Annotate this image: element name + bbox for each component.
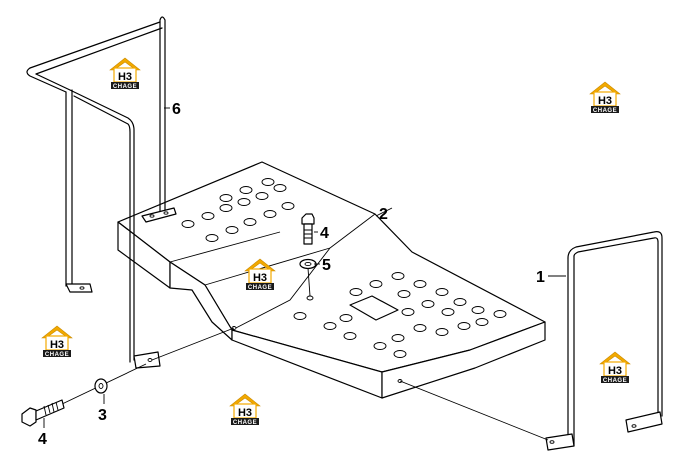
svg-text:H3: H3 — [598, 95, 612, 107]
left-handrail — [26, 16, 177, 369]
svg-text:H3: H3 — [238, 407, 252, 419]
washer-upper — [299, 258, 317, 270]
svg-text:H3: H3 — [50, 339, 64, 351]
callout-6: 6 — [172, 101, 181, 118]
svg-text:H3: H3 — [118, 71, 132, 83]
callout-4-lower: 4 — [38, 431, 47, 448]
svg-text:CHAGE: CHAGE — [603, 378, 627, 384]
svg-text:H3: H3 — [608, 365, 622, 377]
callout-3: 3 — [98, 407, 107, 424]
svg-text:CHAGE: CHAGE — [113, 84, 137, 90]
svg-text:CHAGE: CHAGE — [248, 285, 272, 291]
callout-labels: 6 2 4 5 1 3 4 — [38, 101, 545, 448]
bolt-upper — [301, 213, 315, 245]
svg-text:CHAGE: CHAGE — [45, 352, 69, 358]
callout-2: 2 — [379, 206, 388, 223]
callout-1: 1 — [536, 269, 545, 286]
callout-5: 5 — [322, 257, 331, 274]
washer-lower — [94, 378, 108, 394]
leader-lines — [43, 107, 566, 428]
svg-text:H3: H3 — [253, 272, 267, 284]
callout-4-upper: 4 — [320, 225, 329, 242]
platform-step-plate — [117, 161, 546, 399]
watermarks: H3CHAGEH3CHAGEH3CHAGEH3CHAGEH3CHAGEH3CHA… — [41, 57, 631, 426]
bolt-lower — [21, 399, 65, 427]
svg-text:CHAGE: CHAGE — [593, 108, 617, 114]
right-handrail — [545, 231, 663, 451]
svg-text:CHAGE: CHAGE — [233, 420, 257, 426]
